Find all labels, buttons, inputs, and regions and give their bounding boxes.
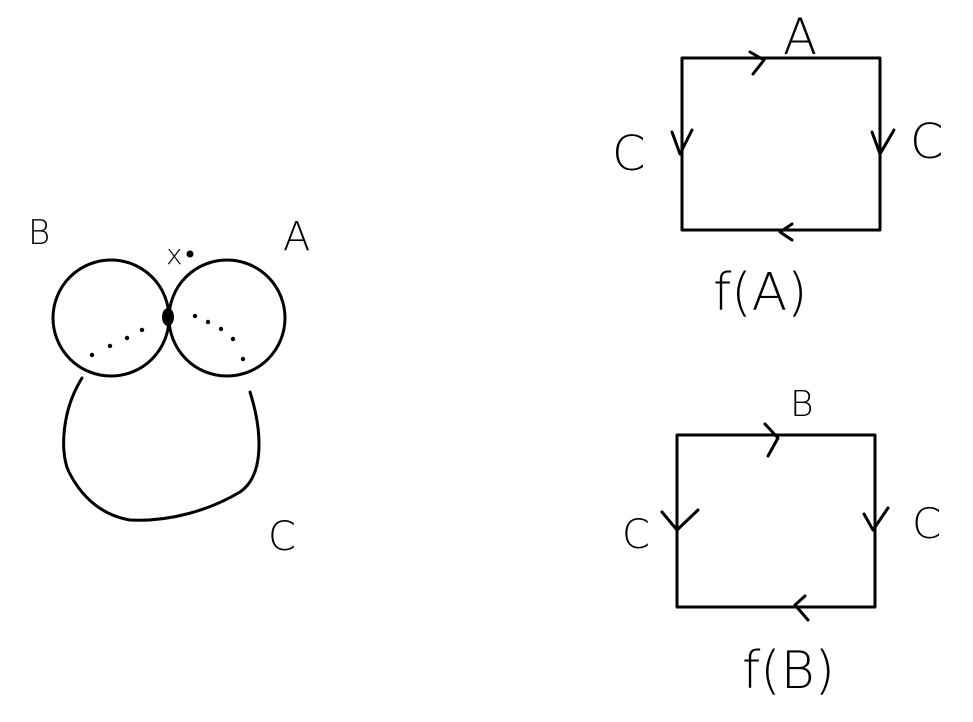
square-a-top-arrow	[748, 50, 766, 76]
wedge-figure: B A C x	[28, 213, 310, 560]
loop-c	[62, 376, 261, 522]
square-a-right-label: C	[910, 114, 944, 170]
square-a-left-arrow	[670, 128, 694, 156]
circle-b	[51, 258, 171, 378]
square-a-frame	[680, 56, 882, 232]
square-a-top-label: A	[783, 8, 817, 66]
square-b: B C C f(B)	[622, 384, 941, 701]
square-b-top-label: B	[790, 384, 814, 425]
square-b-top-arrow	[763, 422, 780, 458]
square-b-left-label: C	[622, 512, 650, 558]
square-b-bottom-arrow	[793, 594, 810, 622]
square-b-bottom-label: f(B)	[742, 641, 835, 701]
square-b-right-label: C	[912, 499, 941, 548]
basepoint-dot	[162, 308, 174, 326]
dotted-line-b	[89, 327, 145, 358]
square-a-left-label: C	[612, 126, 646, 182]
dotted-line-a	[192, 313, 246, 362]
circle-a	[167, 258, 287, 378]
square-a-right-arrow	[870, 128, 896, 156]
square-b-left-arrow	[660, 508, 700, 532]
label-b: B	[28, 213, 50, 253]
square-a-bottom-label: f(A)	[713, 263, 807, 323]
label-a: A	[283, 214, 310, 260]
basepoint-label: x	[166, 238, 183, 271]
label-c: C	[268, 514, 296, 560]
square-b-right-arrow	[862, 506, 890, 532]
square-a-bottom-arrow	[778, 222, 794, 242]
square-b-frame	[675, 433, 877, 609]
square-a: A C C f(A)	[612, 8, 944, 323]
basepoint-marker-dot	[186, 250, 194, 258]
